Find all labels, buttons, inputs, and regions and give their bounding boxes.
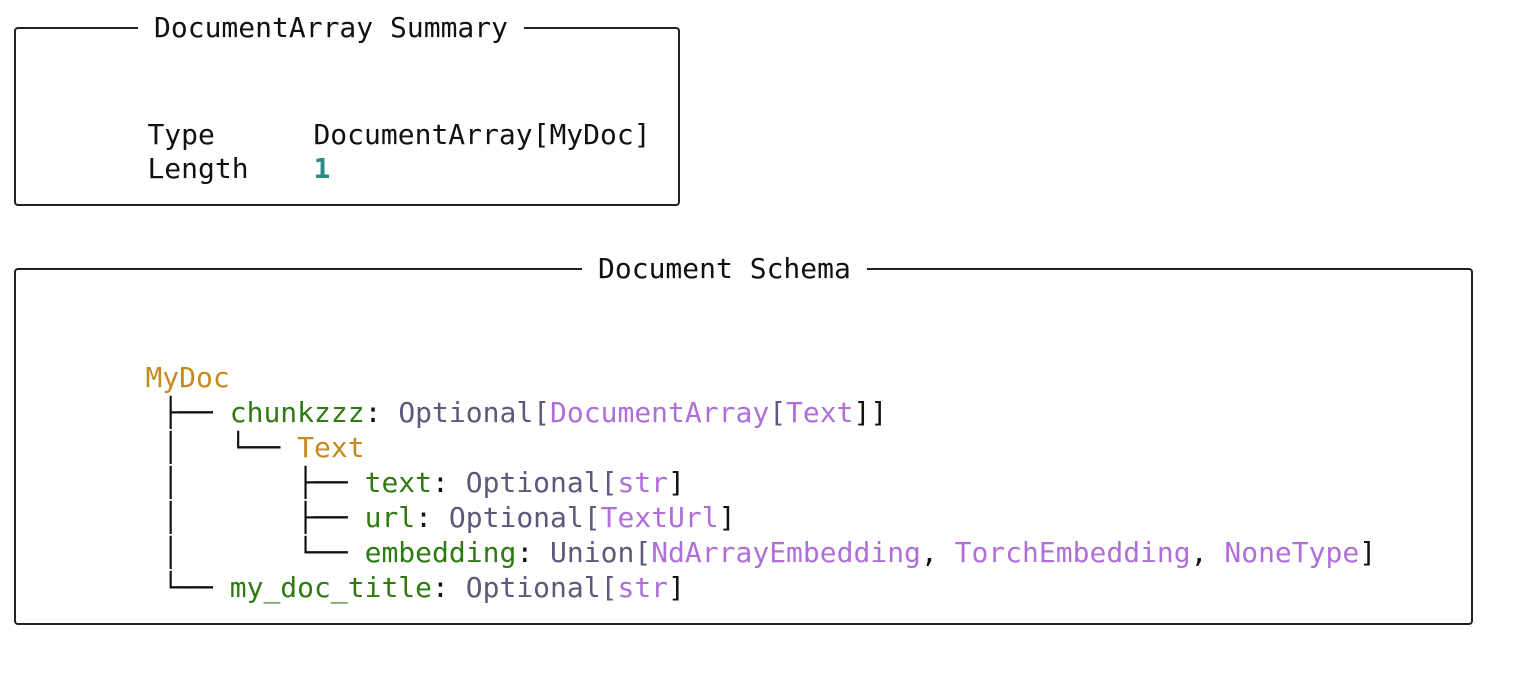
tree-branch-icon: ├── — [145, 396, 230, 429]
type-ndarrayembedding: NdArrayEmbedding — [651, 536, 921, 569]
summary-row-length: Length 1 — [80, 115, 330, 223]
tree-branch-icon: │ ├── — [145, 466, 365, 499]
type-separator: , — [920, 536, 955, 569]
type-torchembedding: TorchEmbedding — [954, 536, 1191, 569]
schema-child-text-class: │ └── Text — [78, 394, 365, 502]
type-documentarray: DocumentArray — [550, 396, 770, 429]
type-close-bracket: ] — [668, 466, 685, 499]
tree-end-branch-icon: │ └── — [145, 536, 365, 569]
type-text: Text — [786, 396, 854, 429]
colon-separator: : — [364, 396, 399, 429]
summary-row-type: Type DocumentArray[MyDoc] — [80, 81, 651, 189]
schema-subfield-url: │ ├── url: Optional[TextUrl] — [78, 464, 735, 572]
summary-panel-title: DocumentArray Summary — [138, 9, 525, 47]
type-str: str — [617, 571, 669, 604]
field-name-text: text — [364, 466, 433, 499]
colon-separator: : — [432, 466, 466, 499]
type-open-bracket: [ — [769, 396, 787, 429]
summary-label-length: Length — [147, 152, 249, 185]
schema-panel: Document Schema MyDoc ├── chunkzzz: Opti… — [14, 250, 1473, 625]
tree-branch-icon: │ ├── — [145, 501, 365, 534]
field-name-url: url — [364, 501, 416, 534]
type-texturl: TextUrl — [600, 501, 719, 534]
field-name-chunkzzz: chunkzzz — [229, 396, 365, 429]
summary-label-type: Type — [147, 118, 215, 151]
type-optional: Optional[ — [448, 501, 601, 534]
type-nonetype: NoneType — [1224, 536, 1360, 569]
field-name-my-doc-title: my_doc_title — [229, 571, 433, 604]
type-str: str — [617, 466, 669, 499]
type-optional: Optional[ — [465, 466, 618, 499]
colon-separator: : — [415, 501, 449, 534]
type-close-bracket: ] — [668, 571, 685, 604]
type-close-bracket: ] — [1359, 536, 1377, 569]
child-class-text: Text — [297, 431, 365, 464]
type-separator: , — [1190, 536, 1225, 569]
summary-panel: DocumentArray Summary Type DocumentArray[… — [14, 9, 680, 206]
tree-end-branch-icon: └── — [145, 571, 230, 604]
colon-separator: : — [516, 536, 551, 569]
type-optional: Optional[ — [398, 396, 551, 429]
schema-root-class: MyDoc — [145, 361, 230, 394]
schema-root-line: MyDoc — [78, 324, 230, 432]
type-close-brackets: ]] — [853, 396, 888, 429]
summary-value-length: 1 — [313, 152, 331, 185]
schema-subfield-text: │ ├── text: Optional[str] — [78, 429, 685, 537]
type-union: Union[ — [550, 536, 652, 569]
field-name-embedding: embedding — [364, 536, 517, 569]
schema-panel-title: Document Schema — [582, 250, 867, 288]
type-optional: Optional[ — [465, 571, 618, 604]
schema-subfield-embedding: │ └── embedding: Union[NdArrayEmbedding,… — [78, 499, 1376, 607]
colon-separator: : — [432, 571, 466, 604]
tree-end-branch-icon: │ └── — [145, 431, 298, 464]
schema-field-my-doc-title: └── my_doc_title: Optional[str] — [78, 534, 685, 642]
schema-field-chunkzzz: ├── chunkzzz: Optional[DocumentArray[Tex… — [78, 359, 887, 467]
type-close-bracket: ] — [718, 501, 736, 534]
summary-value-type: DocumentArray[MyDoc] — [313, 118, 651, 151]
